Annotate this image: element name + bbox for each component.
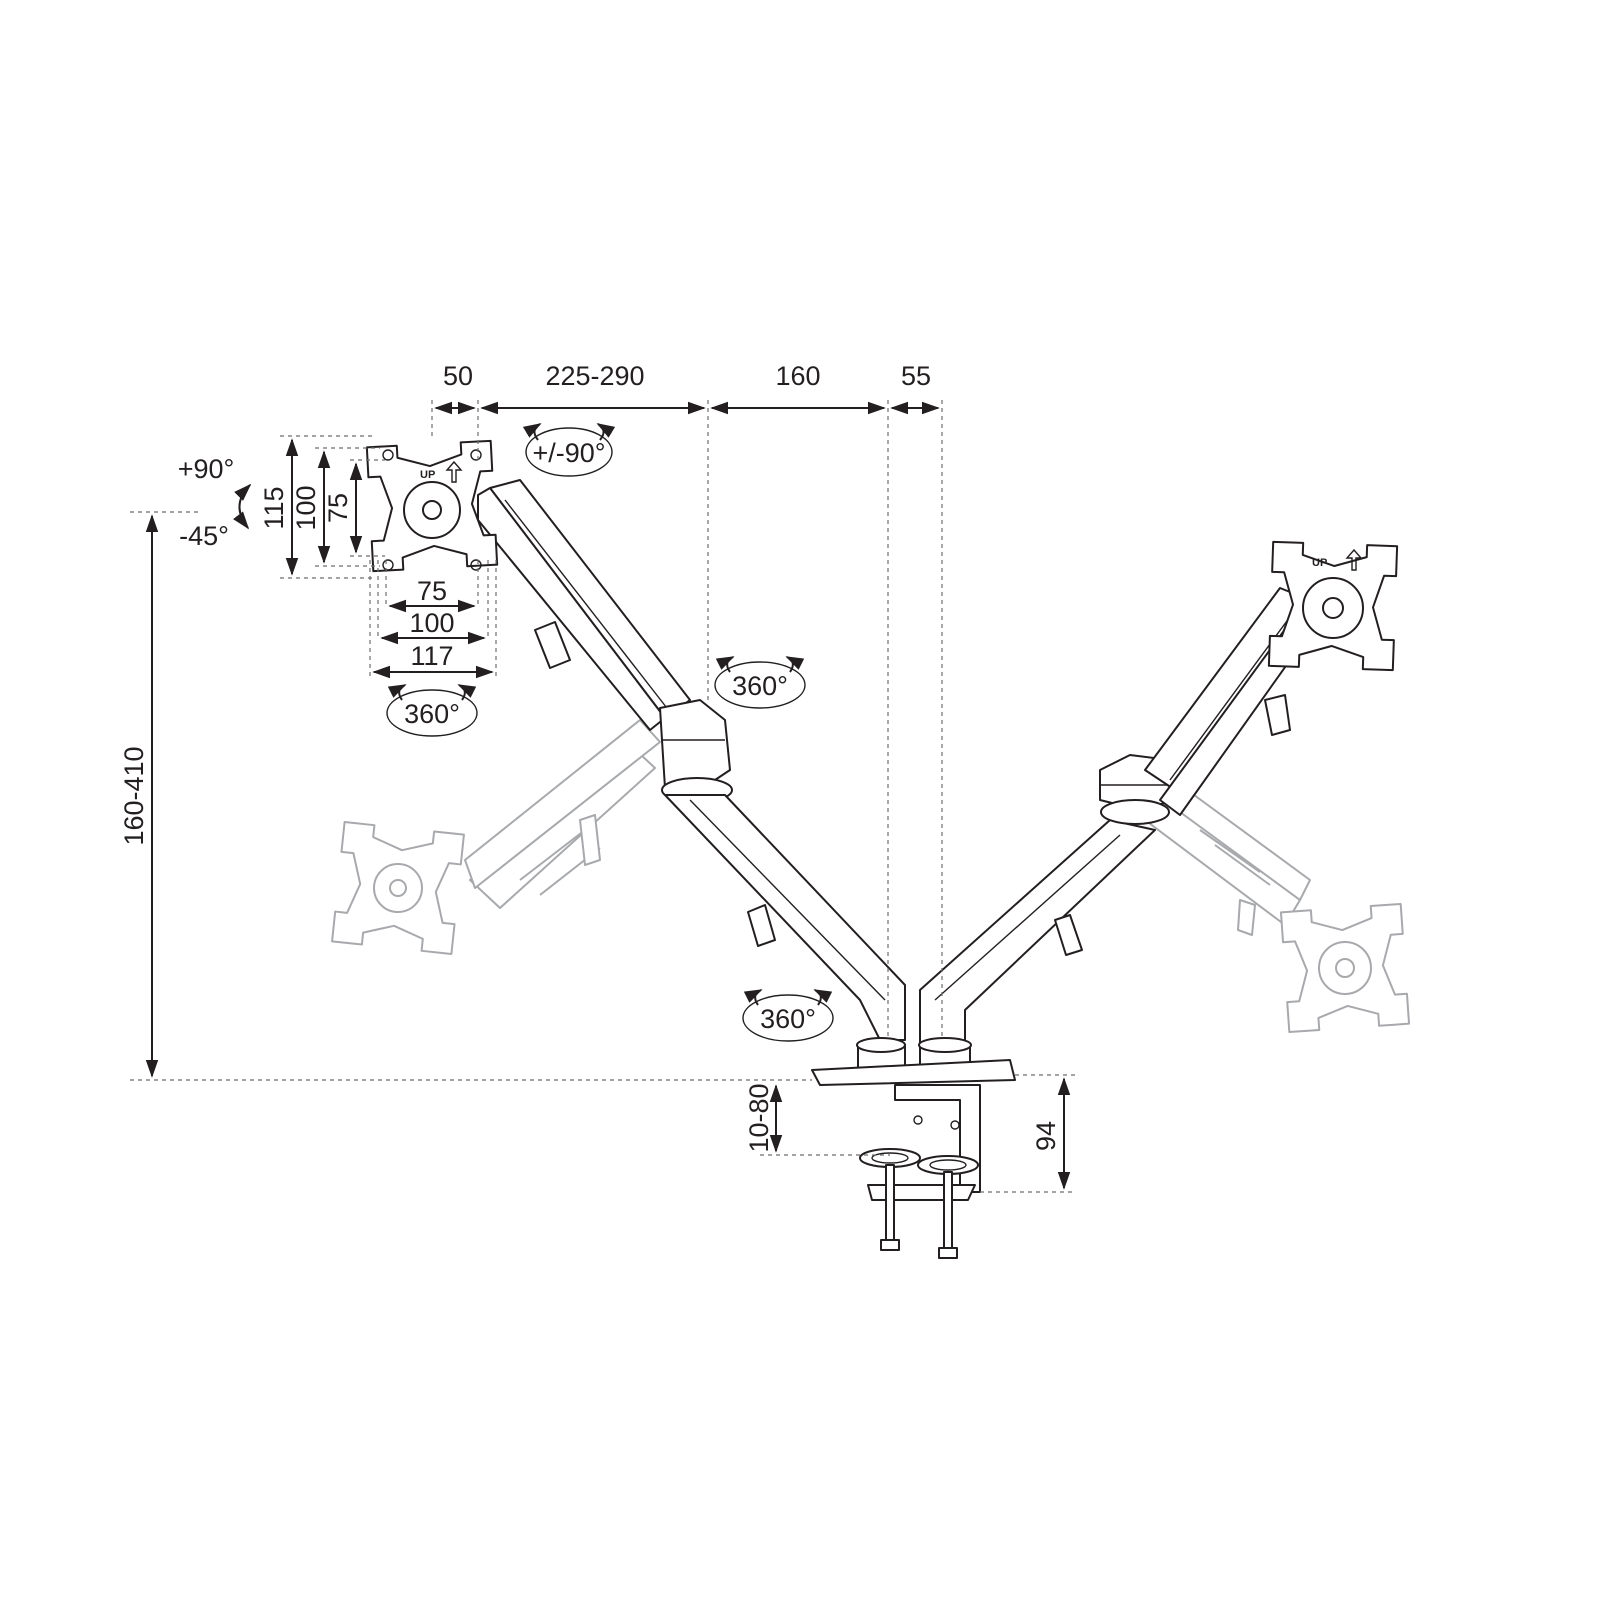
left-lower-arm xyxy=(664,794,906,1041)
left-vesa-plate: UP xyxy=(365,439,499,573)
elbow-rotate-label: 360° xyxy=(732,671,788,701)
swivel-head-label: +/-90° xyxy=(532,438,605,468)
dim-base-94: 94 xyxy=(1031,1121,1061,1151)
up-arrow-icon xyxy=(1345,548,1363,571)
rotation-arrow-icon xyxy=(715,656,735,673)
rotation-arrow-icon xyxy=(743,989,763,1006)
rotation-arrow-icon xyxy=(387,684,407,701)
dim-vesa-h-115: 115 xyxy=(259,486,289,529)
plate-rotate-label: 360° xyxy=(404,699,460,729)
dim-vesa-w-117: 117 xyxy=(410,641,453,671)
dim-vesa-h-75: 75 xyxy=(323,493,353,523)
dim-vesa-h-100: 100 xyxy=(291,485,321,530)
rotation-arrow-icon xyxy=(785,656,805,673)
rotation-arrow-icon xyxy=(457,684,477,701)
dim-160: 160 xyxy=(775,361,820,391)
rotation-arrow-icon xyxy=(813,989,833,1006)
tilt-down-label: -45° xyxy=(179,521,229,551)
desk-clamp-base xyxy=(811,1037,1016,1259)
tilt-up-label: +90° xyxy=(178,454,235,484)
right-vesa-plate: UP xyxy=(1267,540,1399,672)
rotation-arrow-icon xyxy=(596,423,616,441)
right-lower-arm xyxy=(919,819,1156,1056)
dimension-labels: 50 225-290 160 55 115 100 75 75 100 117 … xyxy=(119,361,1061,1153)
left-upper-arm xyxy=(477,479,691,731)
base-rotate-label: 360° xyxy=(760,1004,816,1034)
rotation-arrow-icon xyxy=(233,483,252,530)
ghost-left-arm xyxy=(331,719,661,955)
dimension-lines xyxy=(130,400,1075,1193)
dim-50: 50 xyxy=(443,361,473,391)
rotation-arrow-icon xyxy=(522,423,542,441)
dim-vesa-w-75: 75 xyxy=(417,576,447,606)
up-label: UP xyxy=(420,469,435,481)
rotation-labels: +90° -45° +/-90° 360° 360° 360° xyxy=(178,423,834,1042)
dim-clamp-range: 10-80 xyxy=(744,1083,774,1152)
dim-55: 55 xyxy=(901,361,931,391)
left-elbow-joint xyxy=(659,699,733,803)
dim-225-290: 225-290 xyxy=(545,361,644,391)
dim-height-range: 160-410 xyxy=(119,746,149,845)
dim-vesa-w-100: 100 xyxy=(409,608,454,638)
up-arrow-icon xyxy=(445,460,463,483)
up-label: UP xyxy=(1312,557,1327,569)
